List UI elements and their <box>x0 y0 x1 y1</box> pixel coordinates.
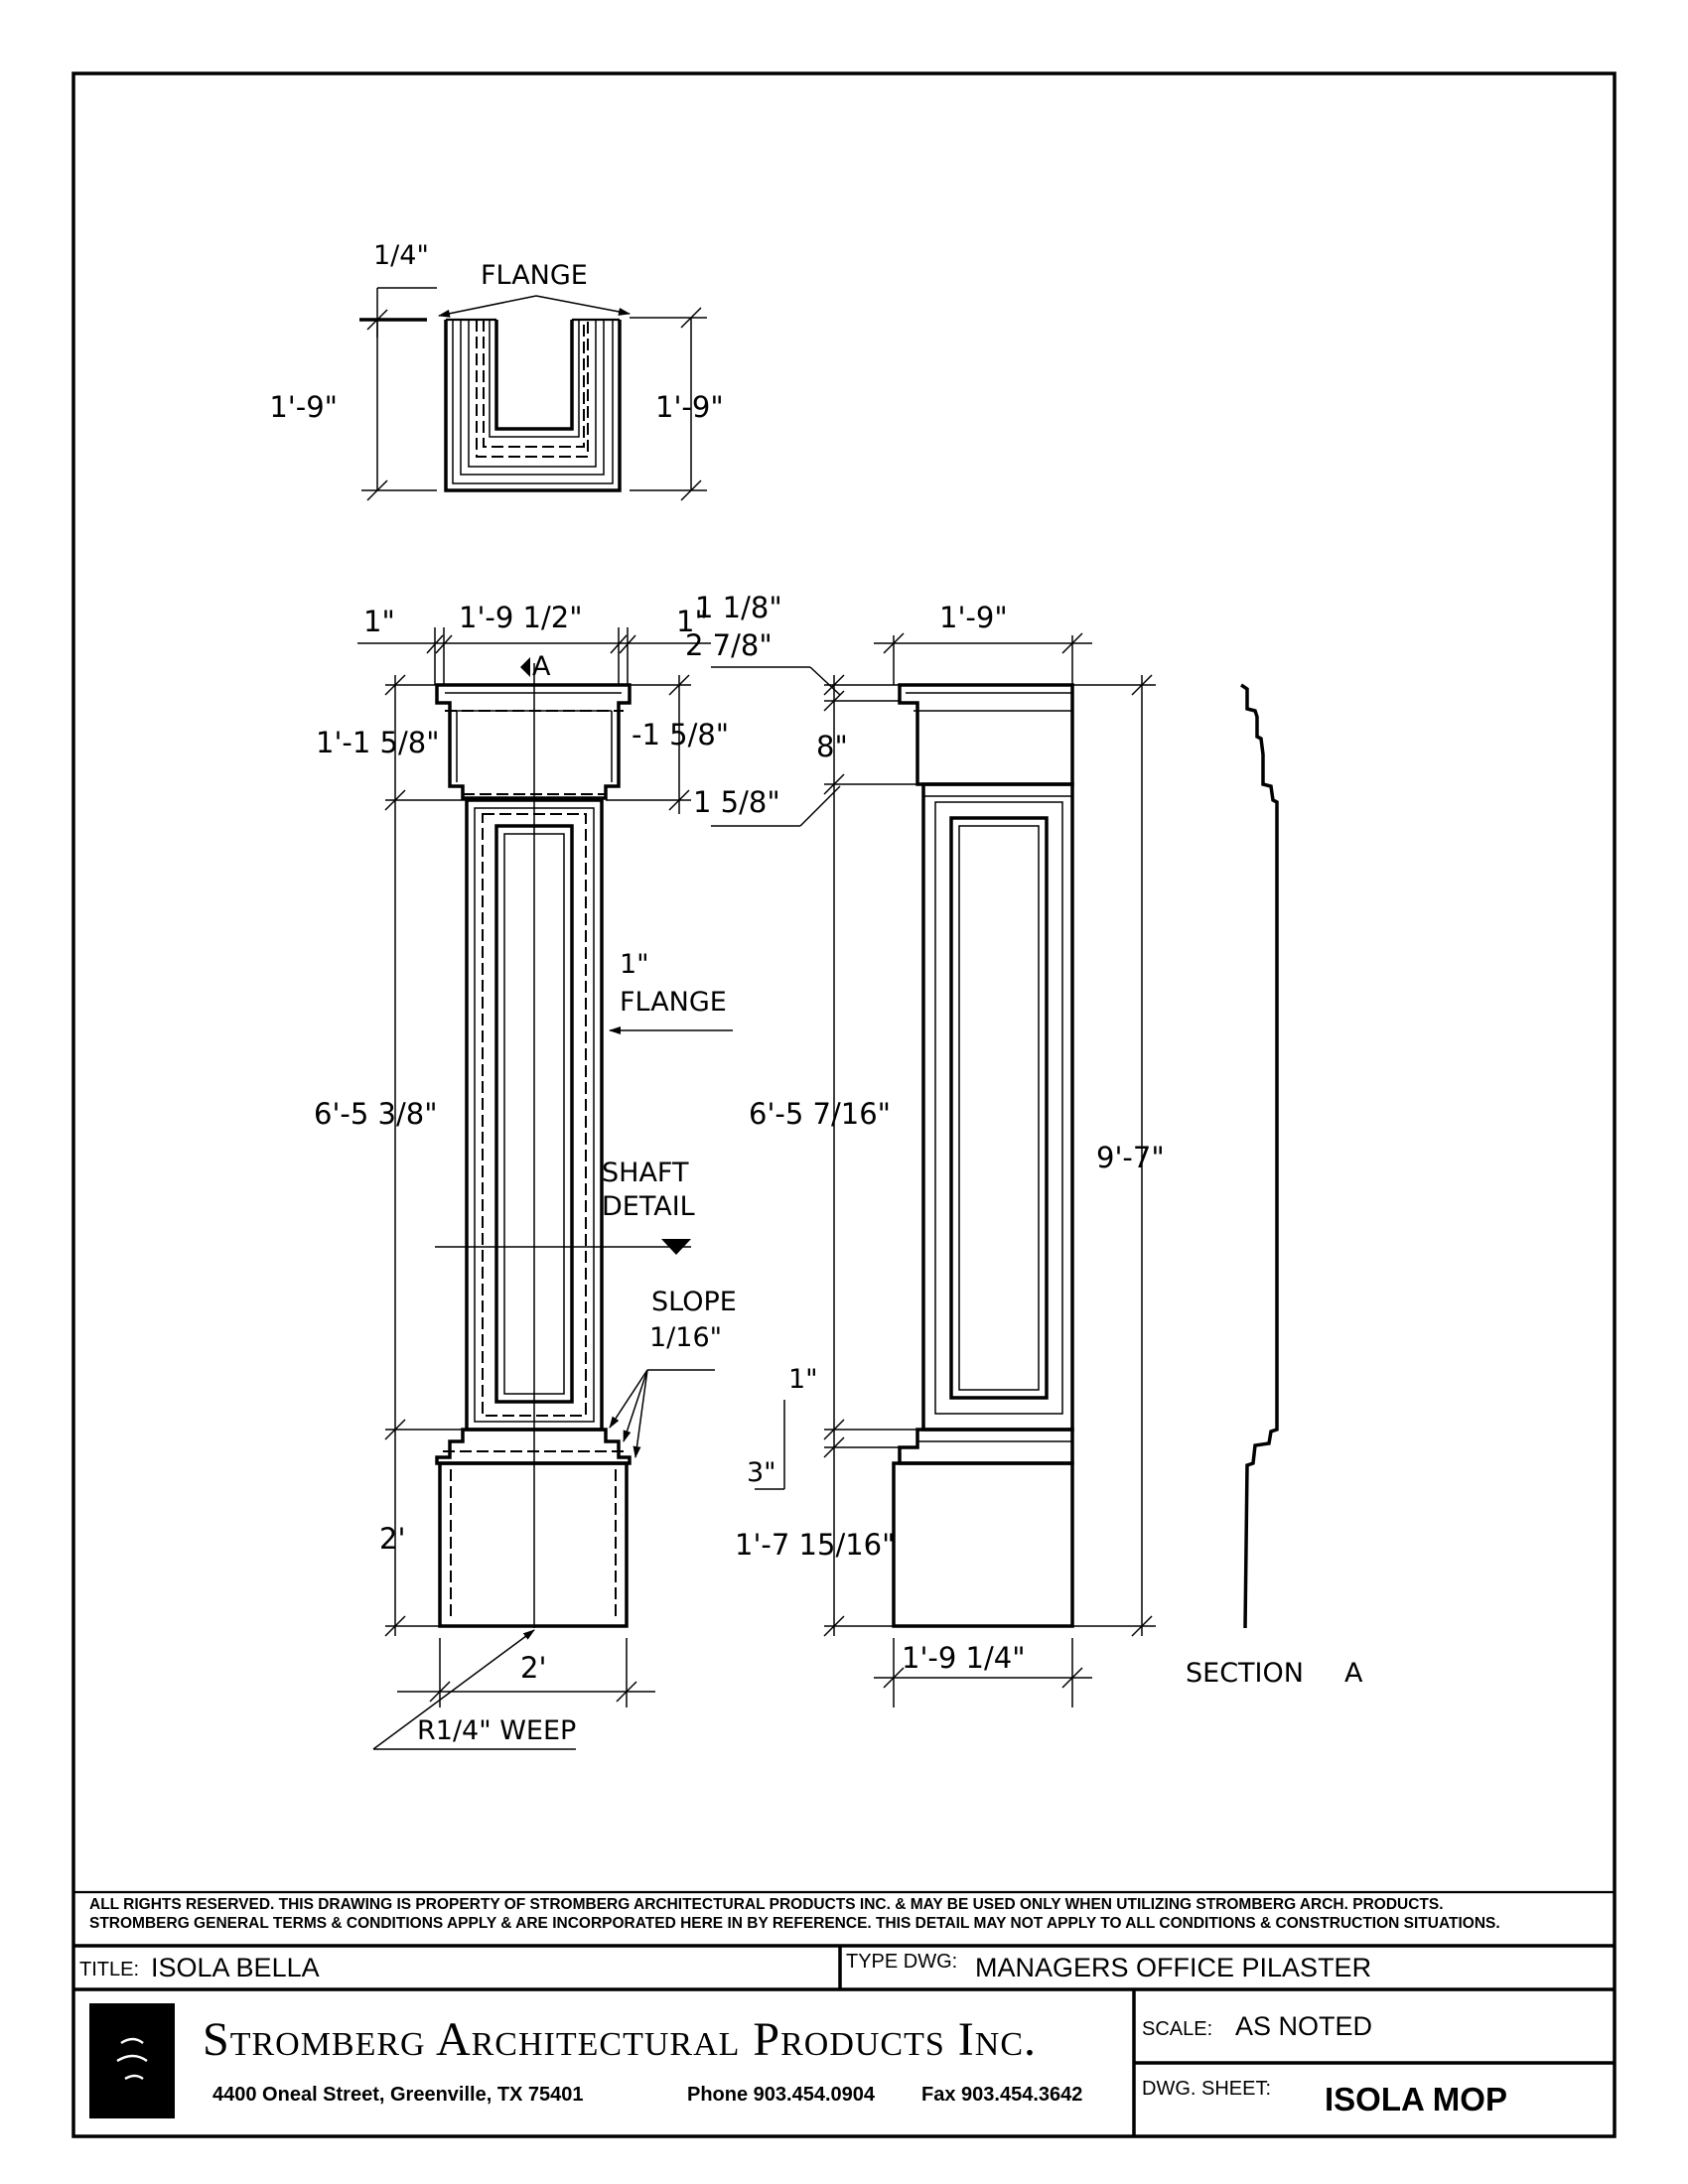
plan-view <box>359 287 707 501</box>
front-dim-cap-right: -1 5/8" <box>632 718 729 751</box>
front-label-shaft-detail-1: SHAFT <box>602 1158 689 1188</box>
front-label-slope-1: SLOPE <box>651 1287 737 1317</box>
side-dim-overall-height: 9'-7" <box>1096 1141 1165 1174</box>
sheet-label: DWG. SHEET: <box>1142 2078 1271 2100</box>
plan-dim-depth-left: 1'-9" <box>269 390 338 424</box>
title-label: TITLE: <box>79 1959 139 1980</box>
front-dim-width: 1'-9 1/2" <box>459 601 583 634</box>
type-label: TYPE DWG: <box>846 1951 957 1973</box>
company-address: 4400 Oneal Street, Greenville, TX 75401 <box>212 2084 584 2106</box>
scale-value: AS NOTED <box>1235 2011 1372 2041</box>
side-dim-top-2: 2 7/8" <box>685 628 773 662</box>
plan-label-flange: FLANGE <box>481 260 588 291</box>
sheet-border <box>71 71 1617 2138</box>
side-dim-base-2: 3" <box>747 1457 776 1488</box>
front-dim-shaft-height: 6'-5 3/8" <box>314 1097 438 1131</box>
front-dim-base-height: 2' <box>379 1522 405 1556</box>
company-logo <box>89 2003 175 2118</box>
front-label-flange: FLANGE <box>620 987 727 1018</box>
side-dim-top-1: 1 1/8" <box>695 591 782 624</box>
plan-dim-flange-thickness: 1/4" <box>373 240 429 271</box>
side-dim-cap: 8" <box>816 730 848 763</box>
plan-dim-depth-right: 1'-9" <box>655 390 724 424</box>
company-phone: Phone 903.454.0904 <box>687 2084 876 2106</box>
front-dim-cap-height: 1'-1 5/8" <box>316 726 440 759</box>
rights-line-1: ALL RIGHTS RESERVED. THIS DRAWING IS PRO… <box>89 1896 1444 1913</box>
sheet-value: ISOLA MOP <box>1325 2081 1507 2117</box>
company-fax: Fax 903.454.3642 <box>921 2084 1082 2106</box>
front-dim-base-width: 2' <box>520 1651 546 1685</box>
side-dim-base-height: 1'-7 15/16" <box>735 1528 895 1562</box>
front-label-weep: R1/4" WEEP <box>417 1715 576 1746</box>
side-dim-top-width: 1'-9" <box>939 601 1008 634</box>
company-name: Stromberg Architectural Products Inc. <box>203 2013 1037 2066</box>
front-section-marker: A <box>532 651 551 682</box>
rights-line-2: STROMBERG GENERAL TERMS & CONDITIONS APP… <box>89 1915 1500 1932</box>
section-label: SECTION <box>1186 1658 1304 1689</box>
section-a-profile <box>1240 683 1279 1629</box>
front-dim-cap-step: 1 5/8" <box>693 785 780 819</box>
front-dim-left-flange: 1" <box>363 605 395 638</box>
front-label-shaft-detail-2: DETAIL <box>602 1191 695 1222</box>
side-elevation <box>711 632 1156 1707</box>
scale-label: SCALE: <box>1142 2018 1212 2040</box>
side-dim-shaft-height: 6'-5 7/16" <box>749 1097 891 1131</box>
front-dim-right-flange: 1" <box>676 605 708 638</box>
side-dim-bottom-width: 1'-9 1/4" <box>902 1641 1026 1675</box>
front-elevation <box>357 627 733 1750</box>
side-dim-base-1: 1" <box>788 1364 818 1395</box>
front-label-flange-thickness: 1" <box>620 949 649 980</box>
type-value: MANAGERS OFFICE PILASTER <box>975 1953 1371 1982</box>
front-label-slope-2: 1/16" <box>649 1322 722 1353</box>
section-marker: A <box>1344 1658 1363 1689</box>
title-block <box>73 1890 1615 2136</box>
title-value: ISOLA BELLA <box>151 1953 320 1982</box>
